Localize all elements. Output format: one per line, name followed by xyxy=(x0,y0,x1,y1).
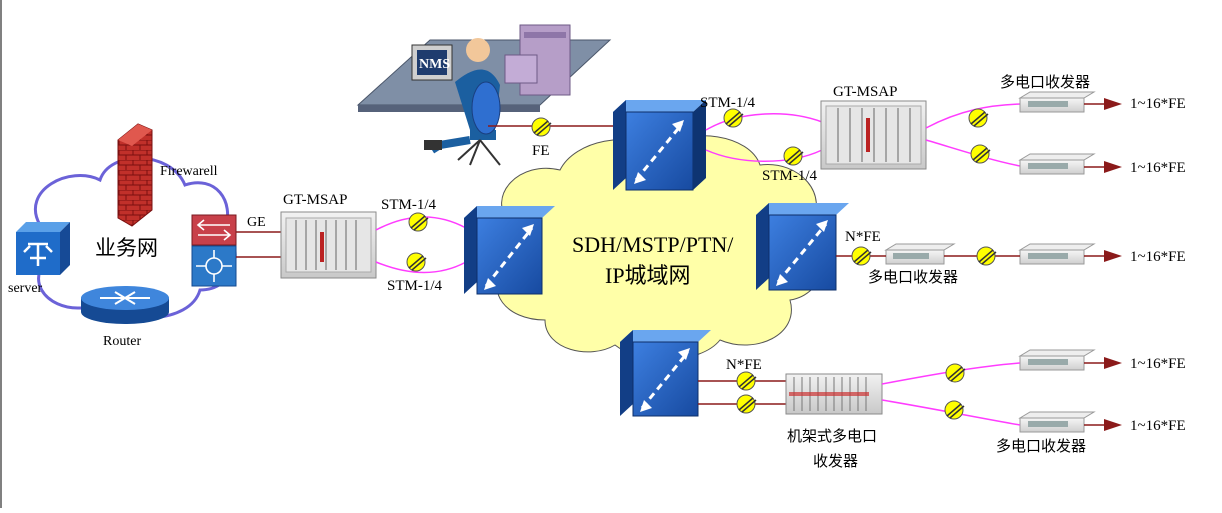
nfe-right-label: N*FE xyxy=(845,229,881,245)
fiber-marker-msap-1 xyxy=(968,108,989,128)
msap-top-label: GT-MSAP xyxy=(833,84,897,100)
firewall-icon xyxy=(117,123,153,227)
output-label-3: 1~16*FE xyxy=(1130,249,1186,265)
transceiver-top-label: 多电口收发器 xyxy=(1000,74,1090,91)
transceiver-2 xyxy=(1018,153,1096,175)
fiber-marker-msap-2 xyxy=(970,144,991,164)
rack-label-line2: 收发器 xyxy=(813,453,858,470)
router-icon xyxy=(81,286,169,324)
switch-right-icon xyxy=(756,203,849,291)
fiber-marker-left-bottom xyxy=(406,252,427,272)
output-label-5: 1~16*FE xyxy=(1130,418,1186,434)
fiber-marker-trans-chain xyxy=(976,246,997,266)
transceiver-6 xyxy=(1018,411,1096,433)
fe-label: FE xyxy=(532,143,550,159)
rack-transceiver-device xyxy=(785,373,883,415)
output-arrow-1 xyxy=(1084,98,1122,110)
server-icon xyxy=(16,222,70,275)
fiber-marker-top-2 xyxy=(783,146,804,166)
nms-screen-label: NMS xyxy=(419,57,450,72)
fiber-marker-fe xyxy=(531,117,552,137)
switch-left-icon xyxy=(464,206,555,295)
business-network-label: 业务网 xyxy=(95,236,158,260)
cloud-label-line1: SDH/MSTP/PTN/ xyxy=(572,232,734,257)
output-arrow-3 xyxy=(1084,250,1122,262)
msap-left-label: GT-MSAP xyxy=(283,192,347,208)
output-arrow-4 xyxy=(1084,357,1122,369)
stm-left-bottom-label: STM-1/4 xyxy=(387,278,443,294)
fiber-marker-nfe-bottom-2 xyxy=(736,394,757,414)
stm-left-top-label: STM-1/4 xyxy=(381,197,437,213)
output-label-4: 1~16*FE xyxy=(1130,356,1186,372)
transceiver-5 xyxy=(1018,349,1096,371)
transceiver-1 xyxy=(1018,91,1096,113)
fiber-marker-nfe-right xyxy=(851,246,872,266)
switch-top-icon xyxy=(613,100,706,191)
transceiver-mid-label: 多电口收发器 xyxy=(868,269,958,286)
server-label: server xyxy=(8,281,43,296)
ge-label: GE xyxy=(247,215,266,230)
firewall-label: Firewarell xyxy=(160,164,218,179)
output-label-2: 1~16*FE xyxy=(1130,160,1186,176)
stm-link-left-bottom xyxy=(375,261,467,274)
stm-link-top-2 xyxy=(705,149,823,162)
router-label: Router xyxy=(103,334,141,349)
cloud-label-line2: IP城域网 xyxy=(605,263,691,288)
fiber-marker-rack-1 xyxy=(945,363,966,383)
msap-left-device xyxy=(280,211,377,279)
output-arrow-2 xyxy=(1084,161,1122,173)
nms-workstation-icon xyxy=(356,24,612,166)
core-switch-icon xyxy=(191,214,237,287)
stm-top-bottom-label: STM-1/4 xyxy=(762,168,818,184)
rack-label-line1: 机架式多电口 xyxy=(787,428,877,445)
transceiver-4 xyxy=(1018,243,1096,265)
output-arrow-5 xyxy=(1084,419,1122,431)
transceiver-bottom-label: 多电口收发器 xyxy=(996,438,1086,455)
msap-top-device xyxy=(820,100,927,170)
transceiver-3 xyxy=(884,243,956,265)
nfe-bottom-label: N*FE xyxy=(726,357,762,373)
switch-bottom-icon xyxy=(620,330,711,417)
fiber-marker-rack-2 xyxy=(944,400,965,420)
fiber-marker-left-top xyxy=(408,212,429,232)
fiber-marker-top-1 xyxy=(723,108,744,128)
fiber-marker-nfe-bottom-1 xyxy=(736,371,757,391)
output-label-1: 1~16*FE xyxy=(1130,96,1186,112)
stm-link-top-1 xyxy=(705,113,823,131)
stm-top-label: STM-1/4 xyxy=(700,95,756,111)
